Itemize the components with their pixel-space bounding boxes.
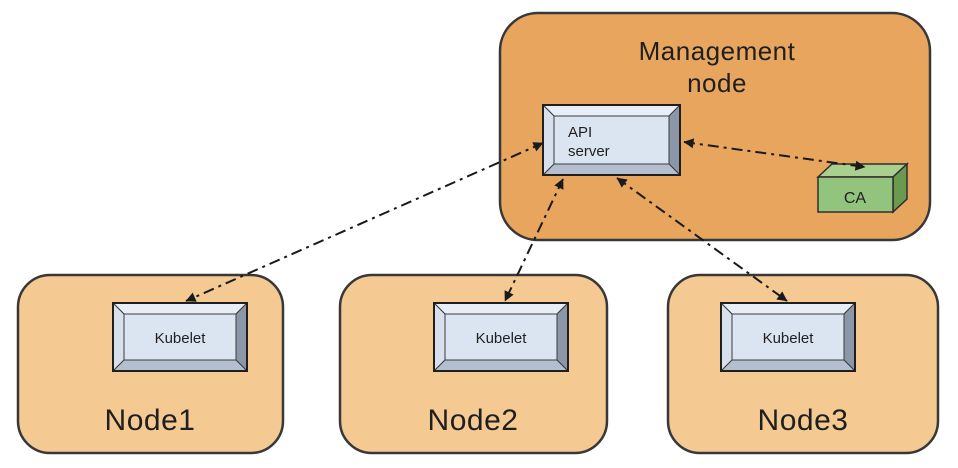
kubelet1-bevel-top <box>111 302 249 315</box>
kubelet1-bevel-bottom <box>111 359 249 372</box>
kubelet3-bevel-top <box>719 302 857 315</box>
node2-group: Kubelet Node2 <box>338 273 609 455</box>
kubelet3-inner-panel <box>731 313 845 361</box>
node3-group: Kubelet Node3 <box>666 273 940 455</box>
kubelet2-label: Kubelet <box>476 330 528 347</box>
management-node-group: Management node API server CA <box>498 11 932 242</box>
kubelet2-inner-panel <box>444 313 558 361</box>
node2-label: Node2 <box>428 404 519 437</box>
management-node-label-line2: node <box>687 68 747 98</box>
kubelet2-box: Kubelet <box>432 301 570 373</box>
api-server-box: API server <box>541 103 682 177</box>
kubelet2-bevel-right <box>556 301 569 373</box>
ca-front-face <box>817 176 894 213</box>
api-server-bevel-top <box>541 104 682 117</box>
api-server-bevel-left <box>542 103 555 177</box>
api-server-outline <box>542 104 681 176</box>
node1-group: Kubelet Node1 <box>16 273 285 455</box>
kubelet3-box: Kubelet <box>719 301 857 373</box>
kubelet3-label: Kubelet <box>763 330 815 347</box>
api-server-bevel-right <box>668 103 681 177</box>
kubelet1-inner-panel <box>123 313 237 361</box>
kubelet1-outline <box>112 302 248 372</box>
connectors <box>185 138 866 302</box>
node3-label: Node3 <box>758 404 849 437</box>
api-server-inner-panel <box>553 115 670 165</box>
kubelet1-bevel-left <box>112 301 125 373</box>
kubelet1-label: Kubelet <box>155 330 207 347</box>
kubelet3-outline <box>720 302 856 372</box>
kubelet2-outline <box>433 302 569 372</box>
ca-label: CA <box>844 190 867 207</box>
connector-api-server-kubelet3 <box>616 177 788 302</box>
ca-top-face <box>816 163 909 178</box>
kubelet3-bevel-right <box>843 301 856 373</box>
api-server-label-line1: API <box>568 124 592 141</box>
connector-api-server-kubelet2 <box>504 178 564 302</box>
management-node-label-line1: Management <box>639 36 796 66</box>
kubelet2-bevel-bottom <box>432 359 570 372</box>
kubelet3-bevel-bottom <box>719 359 857 372</box>
kubelet2-bevel-left <box>433 301 446 373</box>
connector-api-server-ca <box>683 138 866 171</box>
ca-box: CA <box>816 162 909 214</box>
kubelet1-box: Kubelet <box>111 301 249 373</box>
connector-api-server-kubelet1 <box>185 142 544 302</box>
api-server-bevel-bottom <box>541 163 682 176</box>
kubelet1-bevel-right <box>235 301 248 373</box>
kubelet3-bevel-left <box>720 301 733 373</box>
node1-label: Node1 <box>105 404 196 437</box>
api-server-label-line2: server <box>568 143 610 160</box>
kubelet2-bevel-top <box>432 302 570 315</box>
